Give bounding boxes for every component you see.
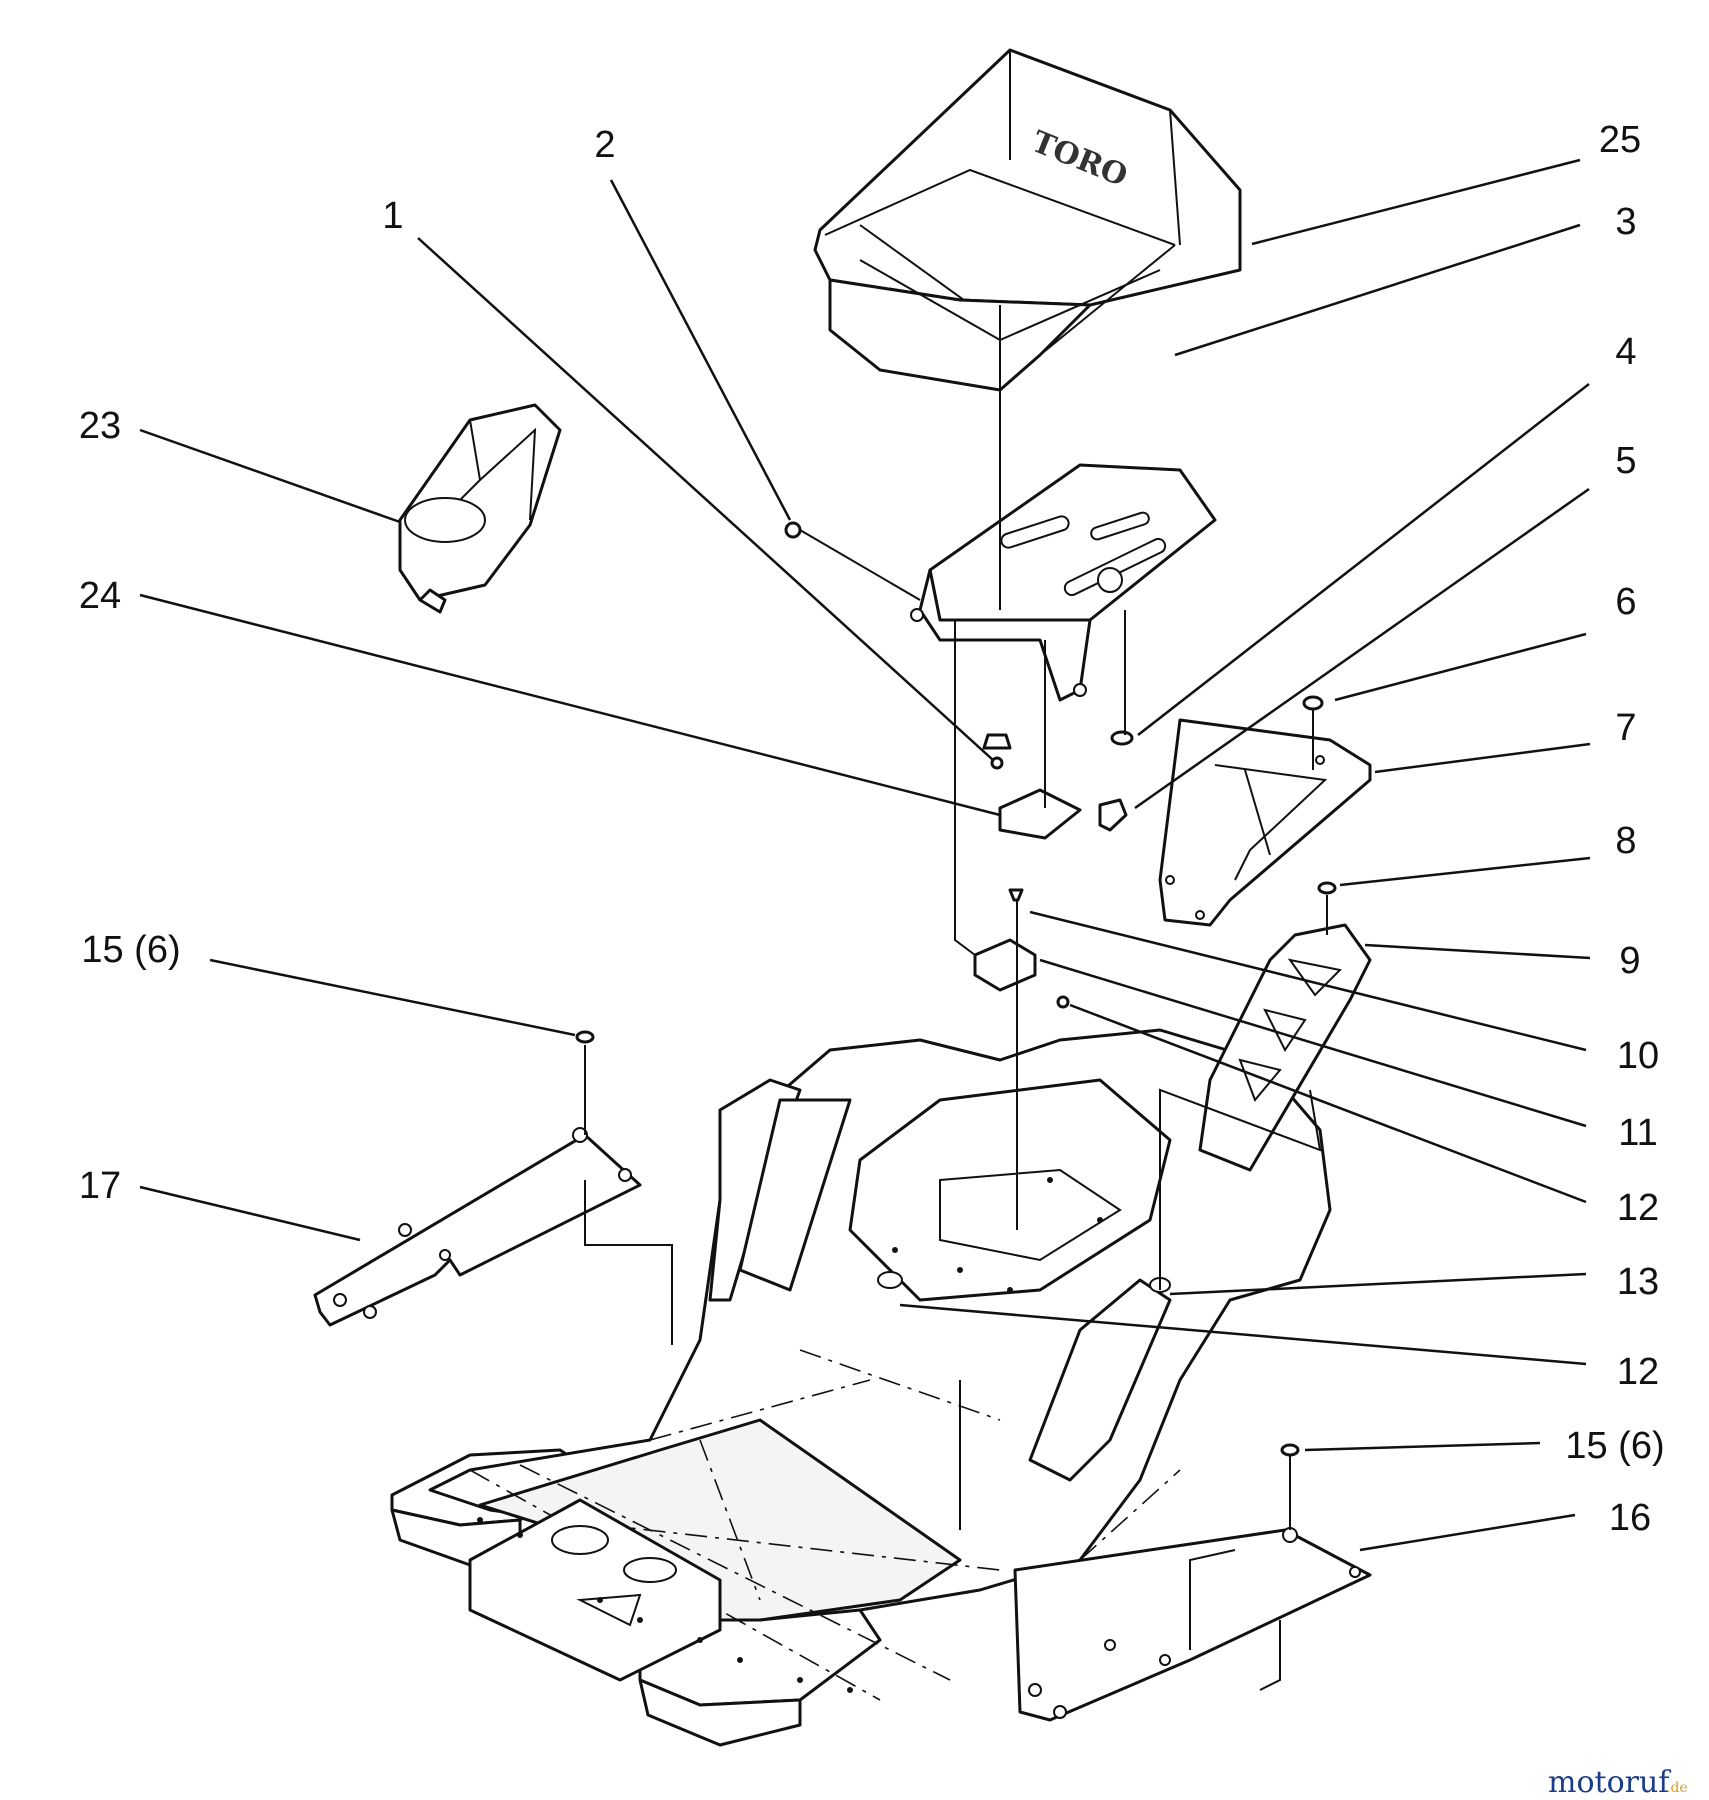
watermark: motoruf .de: [1548, 1765, 1688, 1800]
callout-5: 5: [1615, 440, 1636, 482]
assembly-lines: [584, 305, 1328, 1650]
leader-25: [1251, 158, 1581, 246]
seat: TORO: [813, 48, 1242, 392]
leader-12b: [899, 1303, 1587, 1366]
callout-12a: 12: [1617, 1187, 1659, 1229]
pad: [998, 788, 1082, 840]
leader-23: [139, 428, 401, 524]
callout-4: 4: [1615, 331, 1636, 373]
callout-6: 6: [1615, 581, 1636, 623]
leader-7: [1374, 742, 1591, 774]
leader-11: [1039, 958, 1587, 1128]
leader-2: [609, 179, 792, 521]
fender-chassis: [390, 1028, 1332, 1747]
leader-13: [1169, 1272, 1587, 1296]
right-side-panel: [1013, 1527, 1372, 1722]
leader-8: [1339, 856, 1591, 887]
callout-15b: 15 (6): [1565, 1425, 1664, 1467]
callout-2: 2: [594, 124, 615, 166]
callout-16: 16: [1609, 1497, 1651, 1539]
leader-9: [1364, 943, 1591, 960]
watermark-main: motoruf: [1548, 1765, 1671, 1800]
leader-10: [1029, 910, 1587, 1052]
callout-12b: 12: [1617, 1351, 1659, 1393]
seat-bracket: [910, 463, 1217, 702]
watermark-suffix: .de: [1666, 1780, 1688, 1796]
leader-15b: [1304, 1441, 1541, 1452]
callout-10: 10: [1617, 1035, 1659, 1077]
callout-8: 8: [1615, 820, 1636, 862]
callout-9: 9: [1619, 940, 1640, 982]
callout-labels: 1 2 3 4 5 6 7 8 9 10 11 12 13 12 15 (6) …: [79, 119, 1665, 1539]
callout-11: 11: [1618, 1112, 1657, 1154]
leader-1: [417, 237, 994, 761]
leader-3: [1174, 223, 1581, 357]
leader-17: [139, 1185, 361, 1242]
callout-13: 13: [1617, 1261, 1659, 1303]
callout-7: 7: [1615, 707, 1636, 749]
callout-23: 23: [79, 405, 121, 447]
leader-24: [139, 593, 1001, 817]
leader-15a: [209, 958, 576, 1037]
left-side-panel: [313, 1127, 642, 1327]
leader-lines: [139, 158, 1591, 1552]
leader-16: [1359, 1513, 1576, 1552]
leader-12a: [1069, 1003, 1587, 1204]
cup-holder: [398, 403, 562, 614]
leader-4: [1137, 383, 1590, 736]
callout-25: 25: [1599, 119, 1641, 161]
adjust-plate: [1158, 718, 1372, 927]
callout-24: 24: [79, 575, 121, 617]
leader-5: [1134, 487, 1590, 810]
fasteners: [575, 521, 1337, 1457]
leader-6: [1334, 632, 1587, 702]
hinge-bracket: [973, 938, 1037, 992]
callout-17: 17: [79, 1165, 121, 1207]
callout-1: 1: [382, 195, 403, 237]
callout-3: 3: [1615, 201, 1636, 243]
callout-15a: 15 (6): [81, 929, 180, 971]
